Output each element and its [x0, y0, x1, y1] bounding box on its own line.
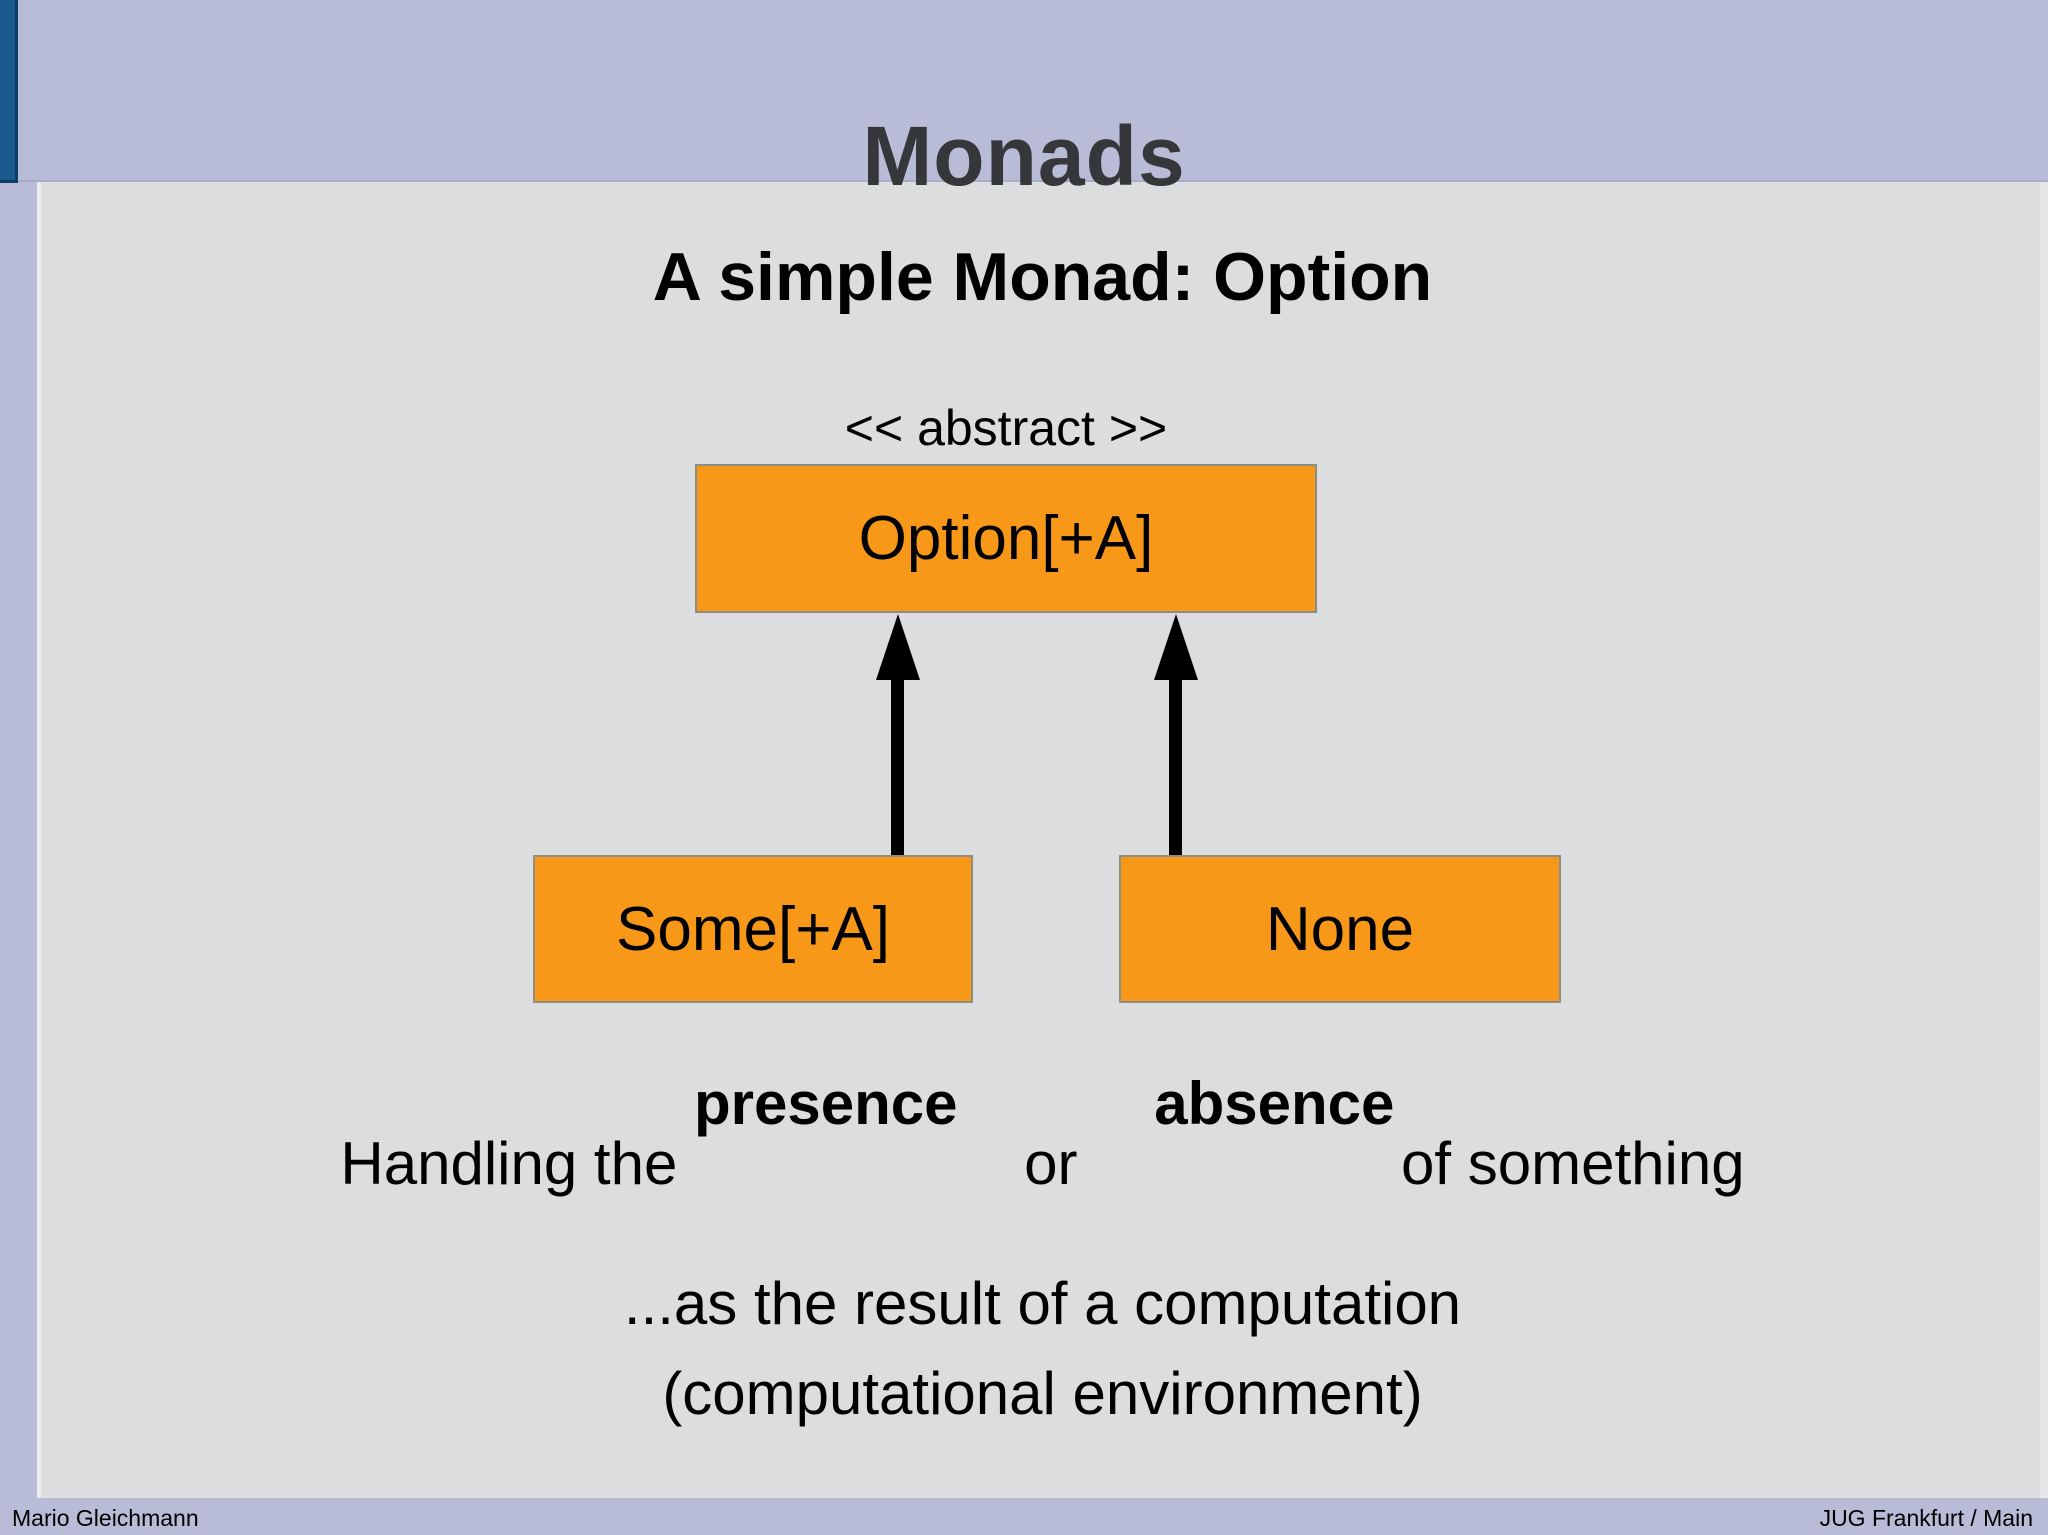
slide-subtitle: A simple Monad: Option	[652, 239, 1433, 315]
accent-bar	[0, 0, 18, 183]
footer-author: Mario Gleichmann	[12, 1505, 199, 1531]
slide-title: Monads	[862, 109, 1186, 204]
class-box-some-label: Some[+A]	[616, 894, 890, 964]
sentence-conjunction: or	[1024, 1130, 1078, 1197]
class-box-some: Some[+A]	[533, 855, 973, 1003]
inheritance-arrow-left-shaft	[891, 672, 904, 857]
inheritance-arrow-right-icon	[1154, 614, 1198, 680]
inheritance-arrow-right-shaft	[1169, 672, 1182, 857]
header-band	[0, 0, 2048, 182]
emphasis-word-presence: presence	[694, 1070, 958, 1137]
class-box-option-label: Option[+A]	[858, 504, 1154, 573]
left-sidebar-strip	[0, 182, 37, 1498]
footer-event: JUG Frankfurt / Main	[1819, 1505, 2033, 1531]
class-box-none: None	[1119, 855, 1561, 1003]
sentence-suffix: of something	[1401, 1130, 1745, 1197]
content-left-edge	[37, 182, 41, 1498]
emphasis-word-absence: absence	[1154, 1070, 1395, 1137]
computation-result-line: ...as the result of a computation	[623, 1270, 1462, 1337]
footer-band: Mario Gleichmann JUG Frankfurt / Main	[0, 1498, 2048, 1535]
slide-content-area	[37, 182, 2048, 1498]
inheritance-arrow-left-icon	[876, 614, 920, 680]
sentence-prefix: Handling the	[340, 1130, 678, 1197]
computational-environment-line: (computational environment)	[662, 1360, 1423, 1427]
uml-stereotype-label: << abstract >>	[844, 400, 1168, 456]
content-right-edge	[2040, 182, 2048, 1498]
handling-sentence: Handling the presence or absence of some…	[37, 1070, 2048, 1200]
class-box-option: Option[+A]	[695, 464, 1317, 613]
class-box-none-label: None	[1265, 894, 1415, 964]
